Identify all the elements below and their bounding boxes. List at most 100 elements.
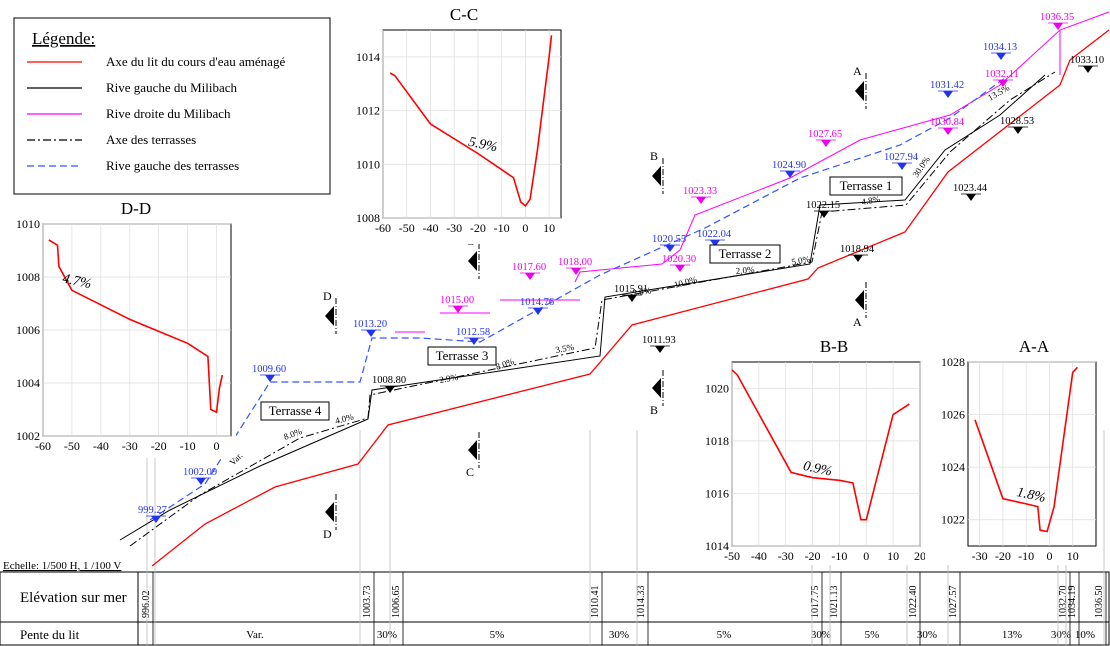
elevation-label: 1012.58 bbox=[456, 327, 490, 338]
elevation-label: 1002.09 bbox=[183, 467, 217, 478]
elevation-label: 1015.00 bbox=[440, 295, 474, 306]
x-tick-label: 0 bbox=[522, 221, 528, 235]
x-tick-label: 0 bbox=[214, 439, 220, 453]
cross-section-profile bbox=[48, 239, 224, 414]
y-tick-label: 1004 bbox=[16, 376, 40, 390]
elevation-marker bbox=[1053, 23, 1063, 30]
x-tick-label: -20 bbox=[470, 221, 486, 235]
slope-label: 4.0% bbox=[334, 411, 355, 426]
x-tick-label: -40 bbox=[751, 549, 767, 563]
slope-label: 5.0% bbox=[791, 254, 812, 267]
y-tick-label: 1012 bbox=[356, 104, 380, 118]
table-slope-value: 5% bbox=[865, 629, 880, 641]
elevation-marker bbox=[571, 268, 581, 275]
terrace-label: Terrasse 4 bbox=[269, 403, 322, 418]
x-tick-label: 10 bbox=[887, 549, 899, 563]
y-tick-label: 1014 bbox=[705, 539, 729, 553]
x-tick-label: -50 bbox=[724, 549, 740, 563]
elevation-label: 1022.15 bbox=[806, 200, 840, 211]
y-tick-label: 1010 bbox=[356, 157, 380, 171]
elevation-marker bbox=[998, 80, 1008, 87]
left-bank-line bbox=[119, 74, 1046, 541]
elevation-marker bbox=[385, 386, 395, 393]
table-elevation-value: 1022.40 bbox=[908, 586, 919, 619]
terrace-box bbox=[427, 346, 497, 366]
table-elevation-value: 996.02 bbox=[141, 591, 152, 619]
elevation-label: 1023.44 bbox=[953, 183, 988, 194]
x-tick-label: 0 bbox=[863, 549, 869, 563]
elevation-marker bbox=[196, 478, 206, 485]
slope-label: 8.0% bbox=[282, 426, 304, 442]
x-tick-label: 10 bbox=[543, 221, 555, 235]
legend-title: Légende: bbox=[32, 29, 95, 48]
legend-item-label: Rive gauche du Milibach bbox=[106, 80, 238, 95]
section-marker-letter: C bbox=[466, 465, 474, 479]
elevation-labels: 999.271002.091009.601013.201012.581014.7… bbox=[138, 12, 1104, 523]
elevation-label: 1027.65 bbox=[808, 129, 842, 140]
elevation-marker bbox=[1013, 127, 1023, 134]
x-tick-label: 0 bbox=[1046, 549, 1052, 563]
elevation-label: 1030.84 bbox=[930, 117, 965, 128]
elevation-marker bbox=[525, 273, 535, 280]
elevation-marker bbox=[785, 171, 795, 178]
x-tick-label: -60 bbox=[35, 439, 51, 453]
section-marker-letter: A bbox=[853, 315, 862, 329]
elevation-marker bbox=[710, 240, 720, 247]
elevation-label: 999.27 bbox=[138, 505, 167, 516]
bed-axis-line bbox=[151, 29, 1110, 567]
elevation-label: 1018.94 bbox=[840, 244, 875, 255]
cross-section-slope: 5.9% bbox=[467, 135, 499, 156]
table-slope-value: 30% bbox=[377, 629, 397, 641]
y-tick-label: 1018 bbox=[705, 434, 729, 448]
elevation-marker bbox=[819, 211, 829, 218]
table-elevation-value: 1014.33 bbox=[636, 586, 647, 619]
elevation-label: 1014.76 bbox=[520, 297, 554, 308]
x-tick-label: -10 bbox=[494, 221, 510, 235]
y-tick-label: 1010 bbox=[16, 217, 40, 231]
table-slope-value: 30% bbox=[917, 629, 937, 641]
elevation-label: 1036.35 bbox=[1040, 12, 1074, 23]
scale-note: Echelle: 1/500 H, 1 /100 V bbox=[3, 560, 121, 572]
terrace-box bbox=[829, 176, 903, 196]
table-elevation-value: 1017.75 bbox=[810, 586, 821, 619]
section-marker-arrow bbox=[468, 440, 477, 460]
table-slope-value: 30% bbox=[811, 629, 831, 641]
elevation-marker bbox=[1083, 66, 1093, 73]
elevation-label: 1011.93 bbox=[642, 335, 676, 346]
elevation-label: 1018.00 bbox=[558, 257, 592, 268]
x-tick-label: -20 bbox=[995, 549, 1011, 563]
elevation-marker bbox=[853, 255, 863, 262]
table-slope-value: 5% bbox=[717, 629, 732, 641]
elevation-label: 1009.60 bbox=[252, 364, 286, 375]
elevation-marker bbox=[821, 140, 831, 147]
elevation-marker bbox=[469, 338, 479, 345]
elevation-label: 1032.11 bbox=[985, 69, 1019, 80]
table-row-slope-label: Pente du lit bbox=[20, 627, 80, 642]
cross-section-title: B-B bbox=[820, 337, 848, 356]
elevation-label: 1008.80 bbox=[372, 375, 406, 386]
y-tick-label: 1006 bbox=[16, 323, 40, 337]
terrace-label: Terrasse 1 bbox=[840, 178, 893, 193]
elevation-marker bbox=[453, 306, 463, 313]
elevation-label: 1024.90 bbox=[772, 160, 806, 171]
table-elevation-value: 1010.41 bbox=[590, 586, 601, 619]
y-tick-label: 1020 bbox=[705, 381, 729, 395]
elevation-label: 1020.30 bbox=[662, 254, 696, 265]
terrace-label: Terrasse 2 bbox=[719, 246, 772, 261]
elevation-label: 1020.55 bbox=[652, 234, 686, 245]
section-marker-letter: B bbox=[650, 403, 658, 417]
x-tick-label: -60 bbox=[375, 221, 391, 235]
y-tick-label: 1002 bbox=[16, 429, 40, 443]
elevation-marker bbox=[675, 265, 685, 272]
table-slope-value: 30% bbox=[1051, 629, 1071, 641]
x-tick-label: -10 bbox=[831, 549, 847, 563]
section-marker-arrow bbox=[325, 306, 334, 326]
x-tick-label: -20 bbox=[151, 439, 167, 453]
elevation-marker bbox=[897, 163, 907, 170]
x-tick-label: -30 bbox=[972, 549, 988, 563]
x-tick-label: -30 bbox=[122, 439, 138, 453]
elevation-marker bbox=[533, 308, 543, 315]
